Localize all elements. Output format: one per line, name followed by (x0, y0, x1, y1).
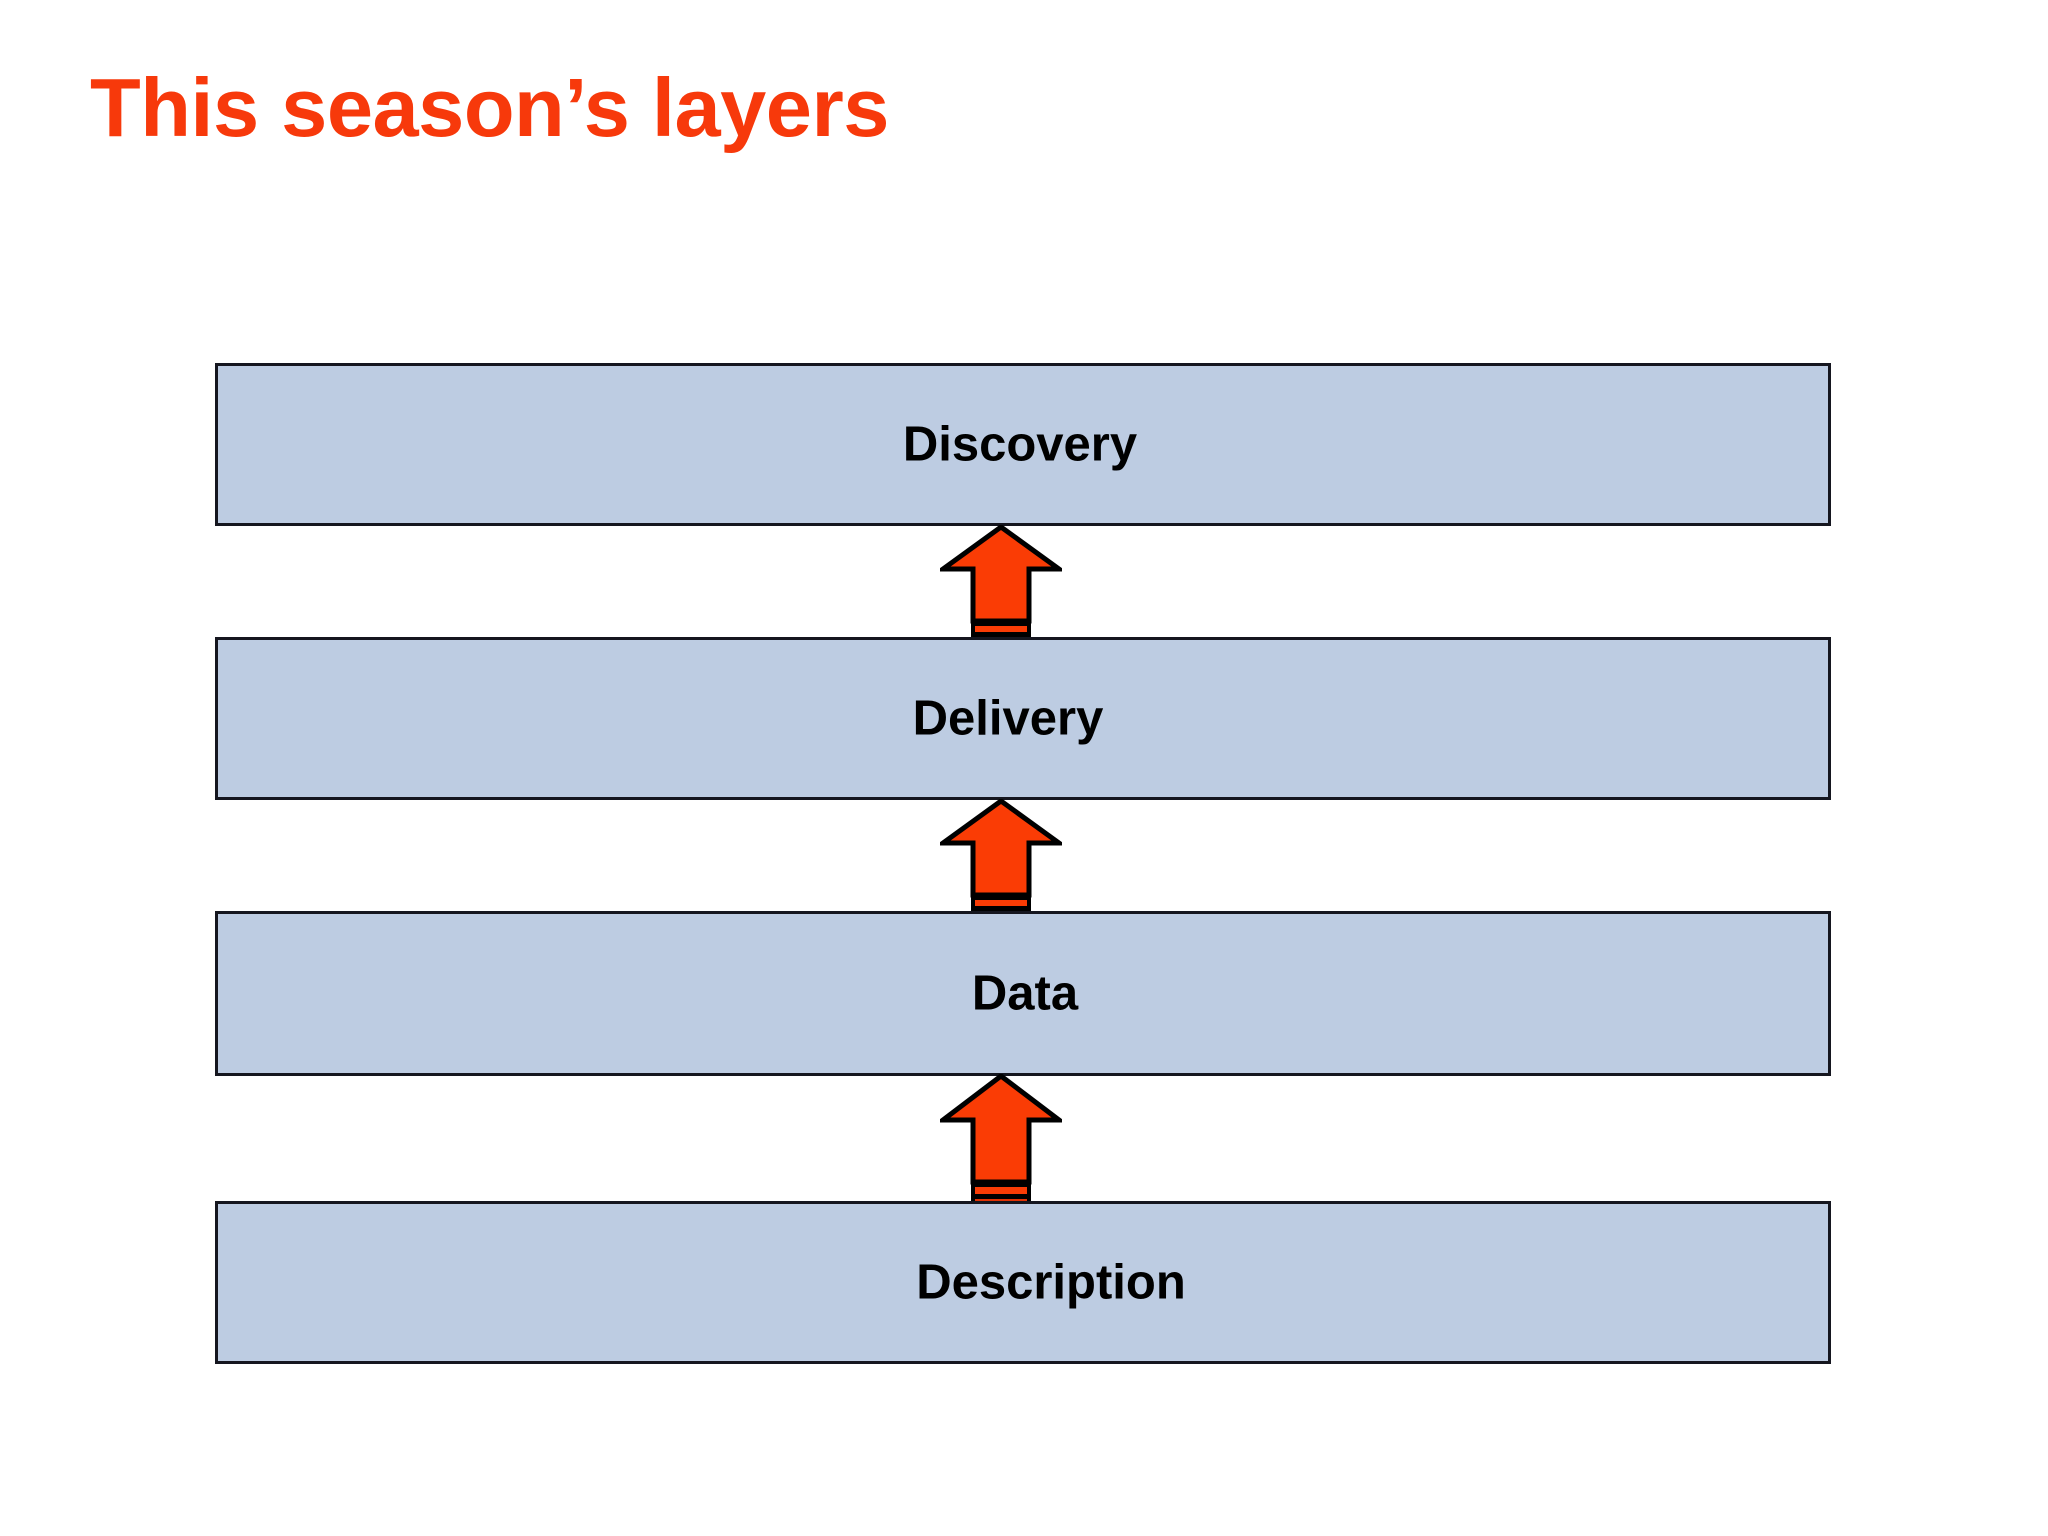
page-title: This season’s layers (90, 61, 889, 154)
up-arrow-icon-delivery-to-discovery (940, 525, 1062, 640)
layer-box-data[interactable]: Data (215, 911, 1831, 1076)
layer-label-description: Description (916, 1255, 1186, 1309)
layer-box-delivery[interactable]: Delivery (215, 637, 1831, 800)
layer-label-data: Data (971, 966, 1079, 1020)
layer-box-discovery[interactable]: Discovery (215, 363, 1831, 526)
layer-label-delivery: Delivery (912, 691, 1104, 745)
layer-label-discovery: Discovery (902, 417, 1138, 471)
layer-box-description[interactable]: Description (215, 1201, 1831, 1364)
up-arrow-icon-data-to-delivery (940, 799, 1062, 914)
up-arrow-icon-description-to-data (940, 1074, 1062, 1204)
